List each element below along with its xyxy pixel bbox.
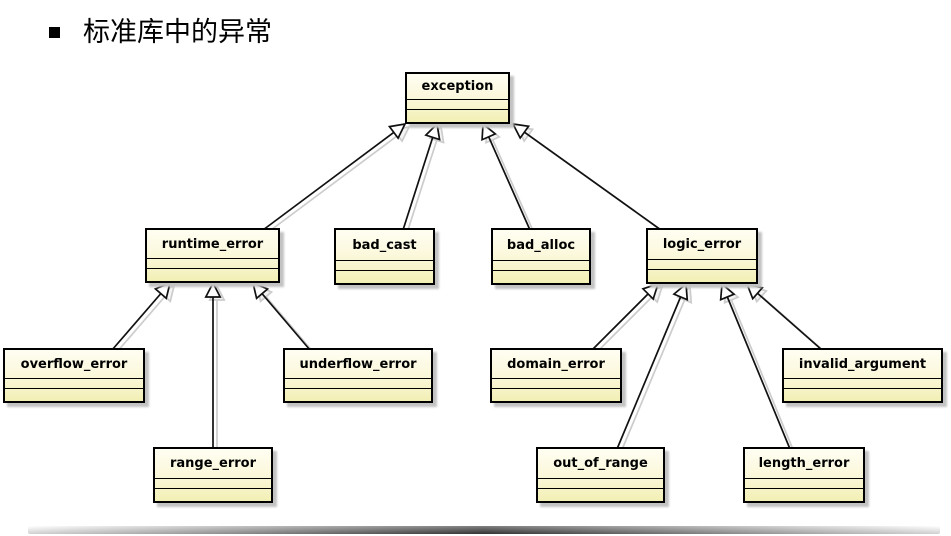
class-box-domain-error: domain_error	[490, 348, 622, 403]
class-box-overflow-error: overflow_error	[3, 348, 145, 403]
edge-bad_cast-to-exception	[402, 124, 437, 231]
edge-bad_alloc-to-exception	[483, 124, 531, 231]
edge-length_error-to-logic_error	[722, 284, 791, 450]
class-methods-compartment	[336, 270, 433, 283]
class-methods-compartment	[784, 388, 941, 401]
class-box-bad-cast: bad_cast	[334, 228, 435, 285]
class-name-runtime-error: runtime_error	[161, 236, 264, 252]
edge-logic_error-to-exception	[513, 124, 662, 231]
class-box-logic-error: logic_error	[646, 228, 758, 284]
class-methods-compartment	[745, 488, 863, 501]
slide-divider-bar	[28, 526, 940, 534]
edge-invalid_argument-to-logic_error	[747, 284, 823, 351]
class-name-overflow-error: overflow_error	[20, 356, 128, 372]
edge-overflow_error-to-runtime_error	[111, 283, 170, 351]
class-methods-compartment	[155, 488, 271, 501]
class-methods-compartment	[407, 109, 508, 122]
class-methods-compartment	[147, 268, 278, 281]
class-attrs-compartment	[492, 378, 620, 388]
class-box-out-of-range: out_of_range	[536, 447, 665, 503]
page-title: 标准库中的异常	[83, 17, 272, 48]
class-methods-compartment	[538, 488, 663, 501]
class-name-out-of-range: out_of_range	[553, 456, 648, 471]
edge-line-group	[111, 124, 823, 450]
bullet-square-icon	[49, 27, 60, 38]
class-attrs-compartment	[493, 260, 589, 270]
class-box-exception: exception	[405, 72, 510, 124]
class-name-invalid-argument: invalid_argument	[798, 356, 927, 372]
class-name-logic-error: logic_error	[662, 237, 742, 252]
class-attrs-compartment	[745, 478, 863, 488]
edge-domain_error-to-logic_error	[595, 287, 662, 354]
class-name-domain-error: domain_error	[507, 356, 605, 372]
class-box-bad-alloc: bad_alloc	[491, 228, 591, 285]
class-name-exception: exception	[421, 79, 494, 94]
edge-domain_error-to-logic_error	[591, 284, 658, 351]
class-box-underflow-error: underflow_error	[283, 348, 433, 403]
edge-out_of_range-to-logic_error	[620, 287, 690, 453]
edge-out_of_range-to-logic_error	[616, 284, 686, 450]
edge-overflow_error-to-runtime_error	[115, 286, 174, 354]
class-attrs-compartment	[147, 258, 278, 268]
class-attrs-compartment	[5, 378, 143, 388]
class-attrs-compartment	[407, 99, 508, 109]
class-attrs-compartment	[648, 259, 756, 269]
class-name-length-error: length_error	[758, 456, 850, 471]
class-name-range-error: range_error	[169, 456, 257, 471]
class-box-runtime-error: runtime_error	[145, 228, 280, 283]
class-methods-compartment	[5, 388, 143, 401]
class-attrs-compartment	[538, 478, 663, 488]
edge-shadow-group	[115, 127, 827, 453]
class-methods-compartment	[492, 388, 620, 401]
class-methods-compartment	[493, 270, 589, 283]
class-methods-compartment	[648, 269, 756, 282]
edge-underflow_error-to-runtime_error	[253, 283, 311, 351]
class-name-bad-cast: bad_cast	[352, 237, 417, 253]
edge-underflow_error-to-runtime_error	[257, 286, 315, 354]
edge-runtime_error-to-exception	[262, 124, 405, 231]
class-box-invalid-argument: invalid_argument	[782, 348, 943, 403]
edge-bad_cast-to-exception	[406, 127, 441, 234]
class-attrs-compartment	[285, 378, 431, 388]
class-methods-compartment	[285, 388, 431, 401]
class-box-length-error: length_error	[743, 447, 865, 503]
class-attrs-compartment	[784, 378, 941, 388]
edge-runtime_error-to-exception	[266, 127, 409, 234]
class-name-underflow-error: underflow_error	[299, 356, 417, 372]
edge-length_error-to-logic_error	[726, 287, 795, 453]
class-attrs-compartment	[155, 478, 271, 488]
edge-bad_alloc-to-exception	[487, 127, 535, 234]
class-attrs-compartment	[336, 260, 433, 270]
slide-title-row: 标准库中的异常	[49, 16, 272, 50]
class-name-bad-alloc: bad_alloc	[506, 237, 576, 253]
class-box-range-error: range_error	[153, 447, 273, 503]
